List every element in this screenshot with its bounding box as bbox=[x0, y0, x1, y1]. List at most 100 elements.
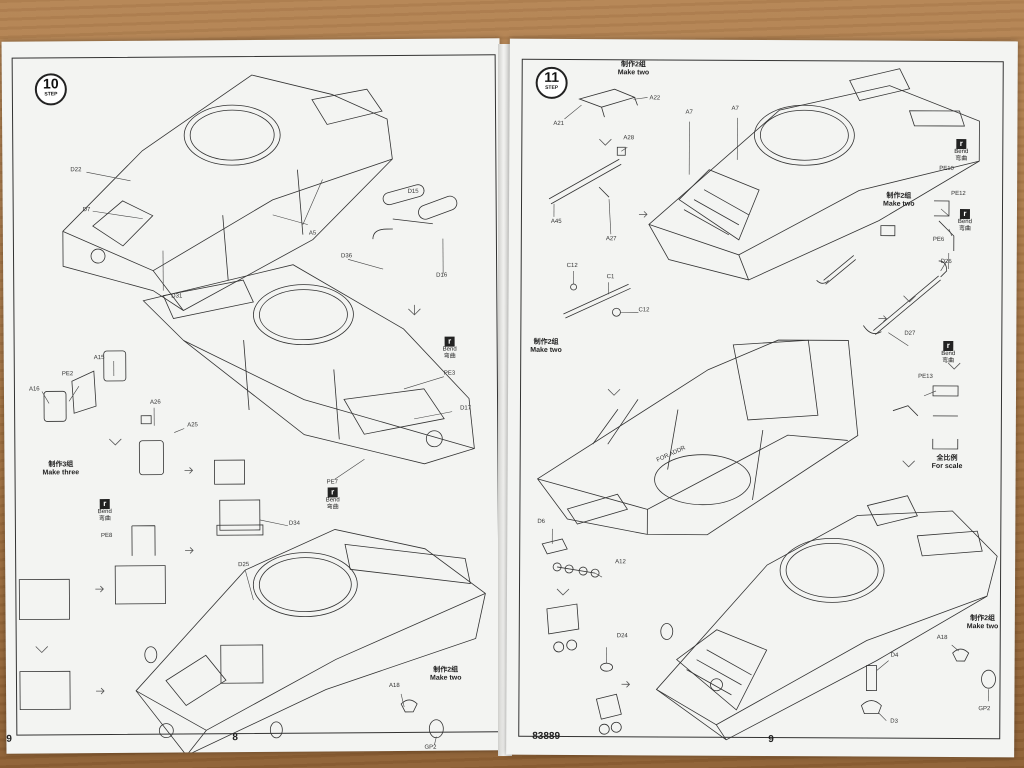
part-label-a28: A28 bbox=[623, 135, 635, 142]
step-number: 11 bbox=[544, 68, 560, 85]
part-label-a7: A7 bbox=[731, 105, 739, 112]
make-two-cn: 制作2组 bbox=[433, 666, 459, 674]
part-label-d24: D24 bbox=[616, 633, 628, 640]
part-label-gp2: GP2 bbox=[978, 706, 991, 713]
part-label-d7: D7 bbox=[82, 207, 91, 214]
make-two-en: Make two bbox=[966, 623, 999, 631]
step-word: STEP bbox=[44, 91, 58, 98]
step-10-badge: 10 STEP bbox=[34, 73, 67, 106]
bend-symbol: r Bend 弯曲 bbox=[313, 487, 353, 511]
bend-cn: 弯曲 bbox=[98, 515, 111, 523]
part-label-a26: A26 bbox=[150, 399, 161, 406]
part-label-d34: D34 bbox=[288, 520, 300, 527]
part-label-pe3: PE3 bbox=[443, 370, 456, 377]
shovel-d26-d27 bbox=[816, 255, 948, 335]
part-label-c12: C12 bbox=[638, 307, 650, 314]
part-label-d16: D16 bbox=[436, 272, 448, 279]
make-three-cn: 制作3组 bbox=[48, 461, 74, 469]
step-11-badge: 11 STEP bbox=[535, 66, 568, 99]
step-10-assembly-drawing bbox=[18, 74, 486, 754]
make-two-cn: 制作2组 bbox=[886, 192, 912, 200]
hull-upper-view bbox=[648, 68, 980, 281]
scale-cn: 全比例 bbox=[936, 454, 958, 463]
part-label-pe2: PE2 bbox=[61, 371, 74, 378]
part-label-a18: A18 bbox=[936, 634, 948, 641]
parts-a18-gp2 bbox=[144, 646, 444, 739]
bend-icon: r bbox=[959, 209, 970, 220]
make-two-en: Make two bbox=[617, 69, 650, 77]
bend-symbol: r Bend 弯曲 bbox=[945, 209, 985, 233]
bend-cn: 弯曲 bbox=[955, 156, 968, 163]
bend-icon: r bbox=[444, 336, 455, 347]
make-two-en: Make two bbox=[530, 346, 562, 354]
part-label-d26: D26 bbox=[940, 258, 952, 265]
part-label-d15: D15 bbox=[407, 188, 419, 195]
parts-d15-d16 bbox=[372, 184, 458, 240]
bend-symbol: r Bend 弯曲 bbox=[430, 336, 470, 360]
scale-note: 全比例 For scale bbox=[932, 453, 963, 470]
bend-cn: 弯曲 bbox=[443, 353, 456, 360]
bend-cn: 弯曲 bbox=[942, 357, 955, 365]
part-label-d25: D25 bbox=[238, 562, 250, 569]
jerry-can-parts bbox=[43, 350, 164, 476]
make-two-cn: 制作2组 bbox=[621, 61, 646, 69]
part-label-a16: A16 bbox=[28, 386, 40, 393]
bend-symbol: r Bend 弯曲 bbox=[85, 499, 125, 523]
part-label-d36: D36 bbox=[341, 253, 353, 260]
parts-pe10-pe12-pe6 bbox=[880, 200, 955, 252]
part-label-gp2: GP2 bbox=[424, 744, 437, 751]
make-two-note-right: 制作2组 Make two bbox=[883, 191, 915, 208]
part-label-c12: C12 bbox=[566, 262, 578, 270]
tool-a28-a27-a45 bbox=[548, 146, 626, 205]
instruction-page-left: 10 STEP D22 D7 D31 A5 D15 D36 D16 A15 PE… bbox=[1, 38, 505, 754]
part-label-a18: A18 bbox=[389, 682, 400, 690]
make-three-note: 制作3组 Make three bbox=[42, 459, 80, 477]
part-label-a15: A15 bbox=[93, 355, 105, 362]
part-label-d22: D22 bbox=[70, 167, 82, 174]
step-number: 10 bbox=[42, 75, 59, 92]
part-label-a27: A27 bbox=[605, 236, 617, 243]
part-label-c1: C1 bbox=[606, 274, 615, 281]
part-label-d17: D17 bbox=[460, 405, 472, 412]
bend-icon: r bbox=[99, 499, 110, 510]
part-label-a7: A7 bbox=[685, 109, 693, 116]
leader-lines bbox=[551, 97, 989, 721]
hull-lower-view bbox=[135, 529, 486, 754]
make-two-cn: 制作2组 bbox=[533, 338, 559, 346]
part-label-d6: D6 bbox=[537, 518, 546, 525]
rifle-c1-c12 bbox=[563, 283, 631, 319]
hull-interior-view bbox=[536, 339, 859, 536]
part-label-pe7: PE7 bbox=[326, 479, 338, 486]
part-label-d27: D27 bbox=[904, 330, 916, 337]
make-two-note: 制作2组 Make two bbox=[430, 665, 462, 682]
bend-cn: 弯曲 bbox=[326, 504, 339, 511]
page-number: 9 bbox=[768, 734, 774, 746]
scale-en: For scale bbox=[931, 462, 963, 471]
bracket-a21-a22 bbox=[578, 88, 638, 118]
part-label-a12: A12 bbox=[615, 559, 626, 566]
step-11-assembly-drawing bbox=[536, 68, 998, 741]
instruction-page-right: 11 STEP 制作2组 Make two 制作2组 Make two 制作2组… bbox=[506, 38, 1018, 758]
make-three-en: Make three bbox=[42, 469, 80, 477]
part-label-pe10: PE10 bbox=[939, 165, 954, 173]
make-two-note-mid: 制作2组 Make two bbox=[530, 337, 562, 354]
stowage-crates bbox=[18, 459, 264, 711]
bend-cn: 弯曲 bbox=[958, 226, 971, 233]
part-label-pe6: PE6 bbox=[932, 236, 945, 243]
bend-symbol: r Bend 弯曲 bbox=[941, 139, 981, 163]
corner-page-mark: 9 bbox=[6, 733, 12, 745]
make-two-note-bottom: 制作2组 Make two bbox=[967, 613, 999, 630]
assembly-arrows bbox=[35, 304, 421, 695]
part-pe13 bbox=[892, 385, 959, 450]
bracket-assembly bbox=[546, 603, 622, 735]
make-two-en: Make two bbox=[882, 200, 915, 208]
parts-a18-gp2-d4-d3 bbox=[860, 648, 996, 715]
part-label-a22: A22 bbox=[649, 95, 661, 102]
hull-lower-view bbox=[655, 495, 998, 741]
kit-number: 83889 bbox=[532, 730, 561, 742]
page-number: 8 bbox=[232, 732, 238, 744]
hull-middle-view bbox=[142, 264, 475, 465]
part-label-d3: D3 bbox=[890, 718, 898, 725]
bend-symbol: r Bend 弯曲 bbox=[928, 340, 968, 365]
part-label-a5: A5 bbox=[308, 230, 317, 237]
